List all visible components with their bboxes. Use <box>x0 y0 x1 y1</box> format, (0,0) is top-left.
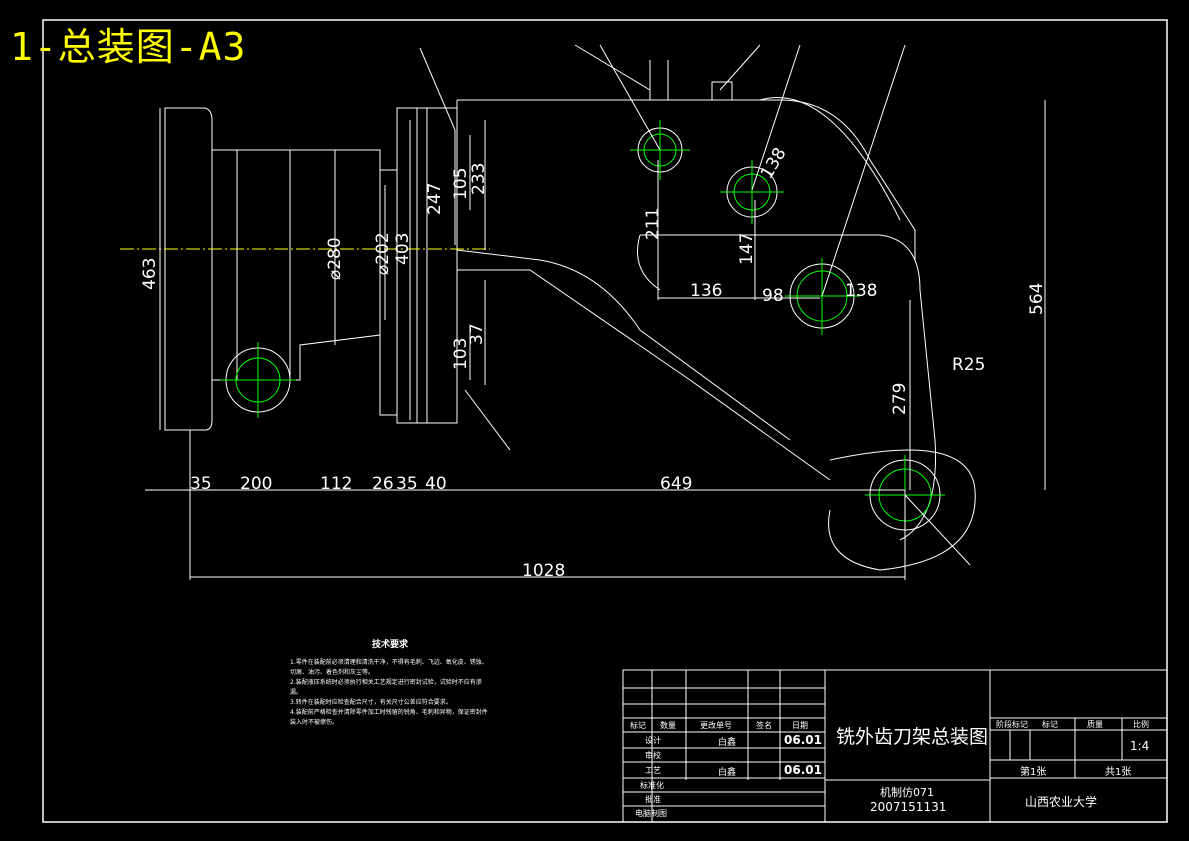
dim-136: 136 <box>690 281 722 301</box>
dim-1028: 1028 <box>522 561 565 581</box>
school-name: 山西农业大学 <box>1025 795 1098 809</box>
dim-564: 564 <box>1027 283 1047 315</box>
row-approve: 批准 <box>645 795 661 804</box>
dim-247: 247 <box>425 183 445 215</box>
col-mark: 标记 <box>630 721 646 730</box>
dim-105: 105 <box>451 168 471 200</box>
class-name: 机制仿071 <box>880 786 934 799</box>
dim-103: 103 <box>451 338 471 370</box>
dim-280: ⌀280 <box>325 237 345 280</box>
date-design: 06.01 <box>784 733 822 747</box>
dim-202: ⌀202 <box>373 232 393 275</box>
student-no: 2007151131 <box>870 800 947 814</box>
note-item: 3.转件在装配时应检查配合尺寸，有关尺寸公差应符合要求。 <box>290 699 452 706</box>
dim-463: 463 <box>140 258 160 290</box>
dim-200: 200 <box>240 474 272 494</box>
left-flange <box>164 107 458 431</box>
col-date: 日期 <box>792 721 808 730</box>
col-sign: 签名 <box>756 721 772 730</box>
bolt-circle-top-right <box>720 160 784 224</box>
header-ratio: 比例 <box>1133 720 1149 729</box>
dim-26: 26 <box>372 474 394 494</box>
dim-138b: 138 <box>845 281 877 301</box>
main-body <box>456 60 976 571</box>
leader-lines <box>419 44 971 566</box>
technical-notes: 技术要求 1.零件在装配前必须清理和清洗干净，不得有毛刺、飞边、氧化皮、锈蚀、切… <box>290 640 490 728</box>
dim-279: 279 <box>890 383 910 415</box>
sheet-total: 共1张 <box>1105 767 1132 778</box>
dim-r25: R25 <box>952 355 985 375</box>
drawing-border <box>42 19 1168 823</box>
dim-37: 37 <box>467 323 487 345</box>
dimension-lines <box>145 100 1046 580</box>
note-item: 4.装配前严格检查并清除零件加工时残留的锐角、毛刺和异物，保证密封件装入时不被擦… <box>290 709 488 726</box>
dim-98: 98 <box>762 286 784 306</box>
sheet-number: 第1张 <box>1020 767 1047 778</box>
note-item: 2.装配液压系统时必须执行相关工艺规定进行密封试验，试验时不应有渗漏。 <box>290 679 482 696</box>
note-item: 1.零件在装配前必须清理和清洗干净，不得有毛刺、飞边、氧化皮、锈蚀、切屑、油污、… <box>290 659 488 676</box>
header-stage: 阶段标记 <box>996 720 1028 729</box>
dimension-texts: 463 ⌀280 ⌀202 403 247 105 233 37 103 211… <box>140 144 1047 581</box>
row-standard: 标准化 <box>640 781 664 790</box>
notes-heading: 技术要求 <box>371 640 408 650</box>
dim-40: 40 <box>425 474 447 494</box>
header-mark: 标记 <box>1042 720 1058 729</box>
crafter: 白鑫 <box>718 768 737 778</box>
dim-147: 147 <box>737 233 757 265</box>
sheet-title: 1-总装图-A3 <box>10 25 247 69</box>
bolt-circle-left <box>220 342 296 418</box>
dim-211: 211 <box>643 208 663 240</box>
dim-35: 35 <box>190 474 212 494</box>
header-mass: 质量 <box>1087 720 1103 729</box>
drawing-name: 铣外齿刀架总装图 <box>836 726 989 748</box>
dim-35b: 35 <box>396 474 418 494</box>
date-craft: 06.01 <box>784 763 822 777</box>
scale-value: 1:4 <box>1130 739 1150 753</box>
row-check: 审校 <box>645 751 661 760</box>
title-block <box>622 669 1168 823</box>
col-count: 数量 <box>660 721 676 730</box>
dim-233: 233 <box>469 163 489 195</box>
row-craft: 工艺 <box>645 766 661 775</box>
row-cad: 电脑制图 <box>635 809 667 818</box>
dim-649: 649 <box>660 474 692 494</box>
dim-112: 112 <box>320 474 352 494</box>
dim-403: 403 <box>393 233 413 265</box>
designer: 白鑫 <box>718 738 737 748</box>
col-doc: 更改单号 <box>700 721 732 730</box>
row-design: 设计 <box>645 736 661 745</box>
